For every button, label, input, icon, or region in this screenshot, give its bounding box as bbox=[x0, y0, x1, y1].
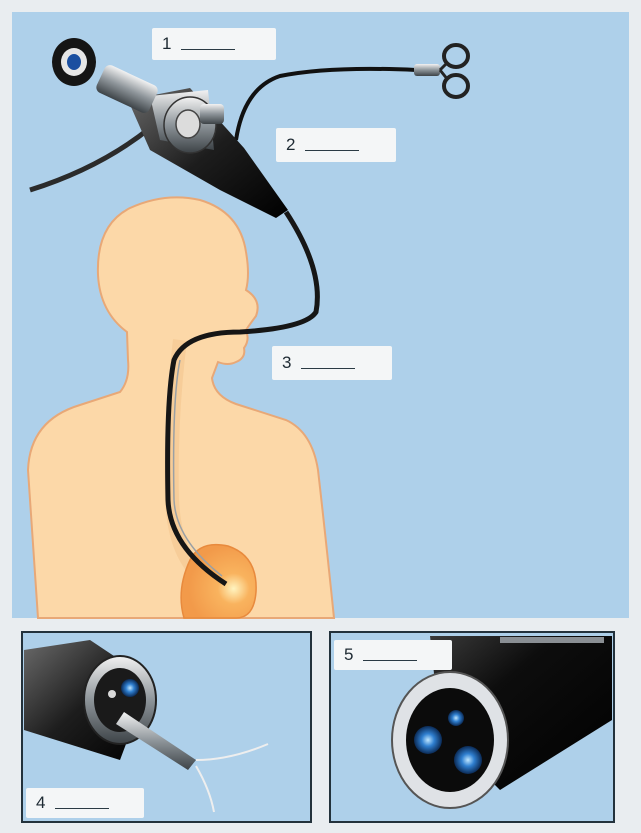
label-1: 1 bbox=[152, 28, 276, 60]
label-2: 2 bbox=[276, 128, 396, 162]
label-4-number: 4 bbox=[36, 793, 45, 813]
label-3: 3 bbox=[272, 346, 392, 380]
label-4: 4 bbox=[26, 788, 144, 818]
label-4-blank-line bbox=[55, 798, 109, 809]
label-1-blank-line bbox=[181, 39, 235, 50]
label-5-blank-line bbox=[363, 650, 417, 661]
label-2-number: 2 bbox=[286, 135, 295, 155]
label-3-number: 3 bbox=[282, 353, 291, 373]
label-5: 5 bbox=[334, 640, 452, 670]
label-2-blank-line bbox=[305, 140, 359, 151]
label-5-number: 5 bbox=[344, 645, 353, 665]
label-1-number: 1 bbox=[162, 34, 171, 54]
label-3-blank-line bbox=[301, 358, 355, 369]
